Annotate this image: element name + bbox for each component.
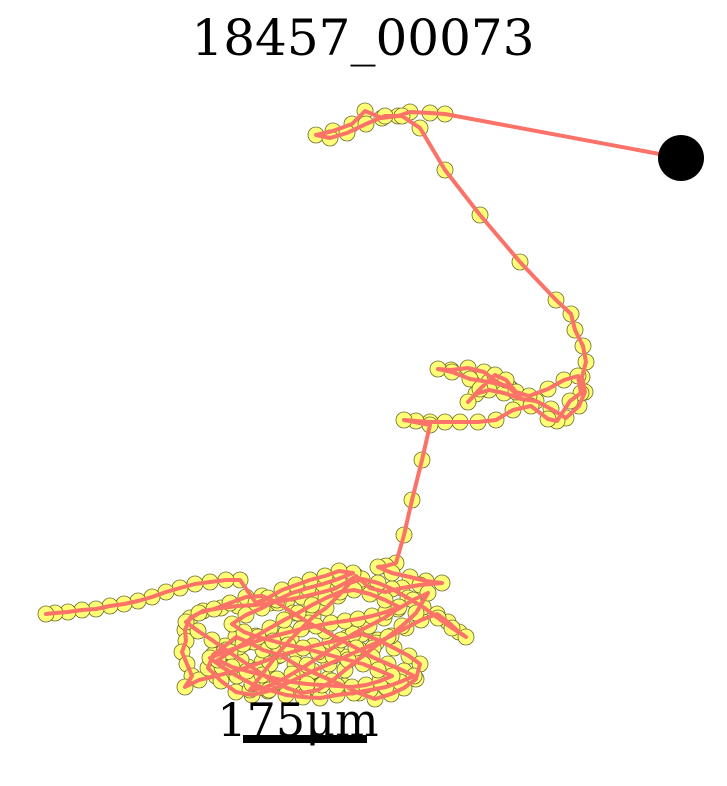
start-marker — [658, 135, 704, 181]
plot-title: 18457_00073 — [191, 9, 534, 67]
scale-bar — [243, 735, 367, 743]
track-path — [44, 109, 683, 701]
